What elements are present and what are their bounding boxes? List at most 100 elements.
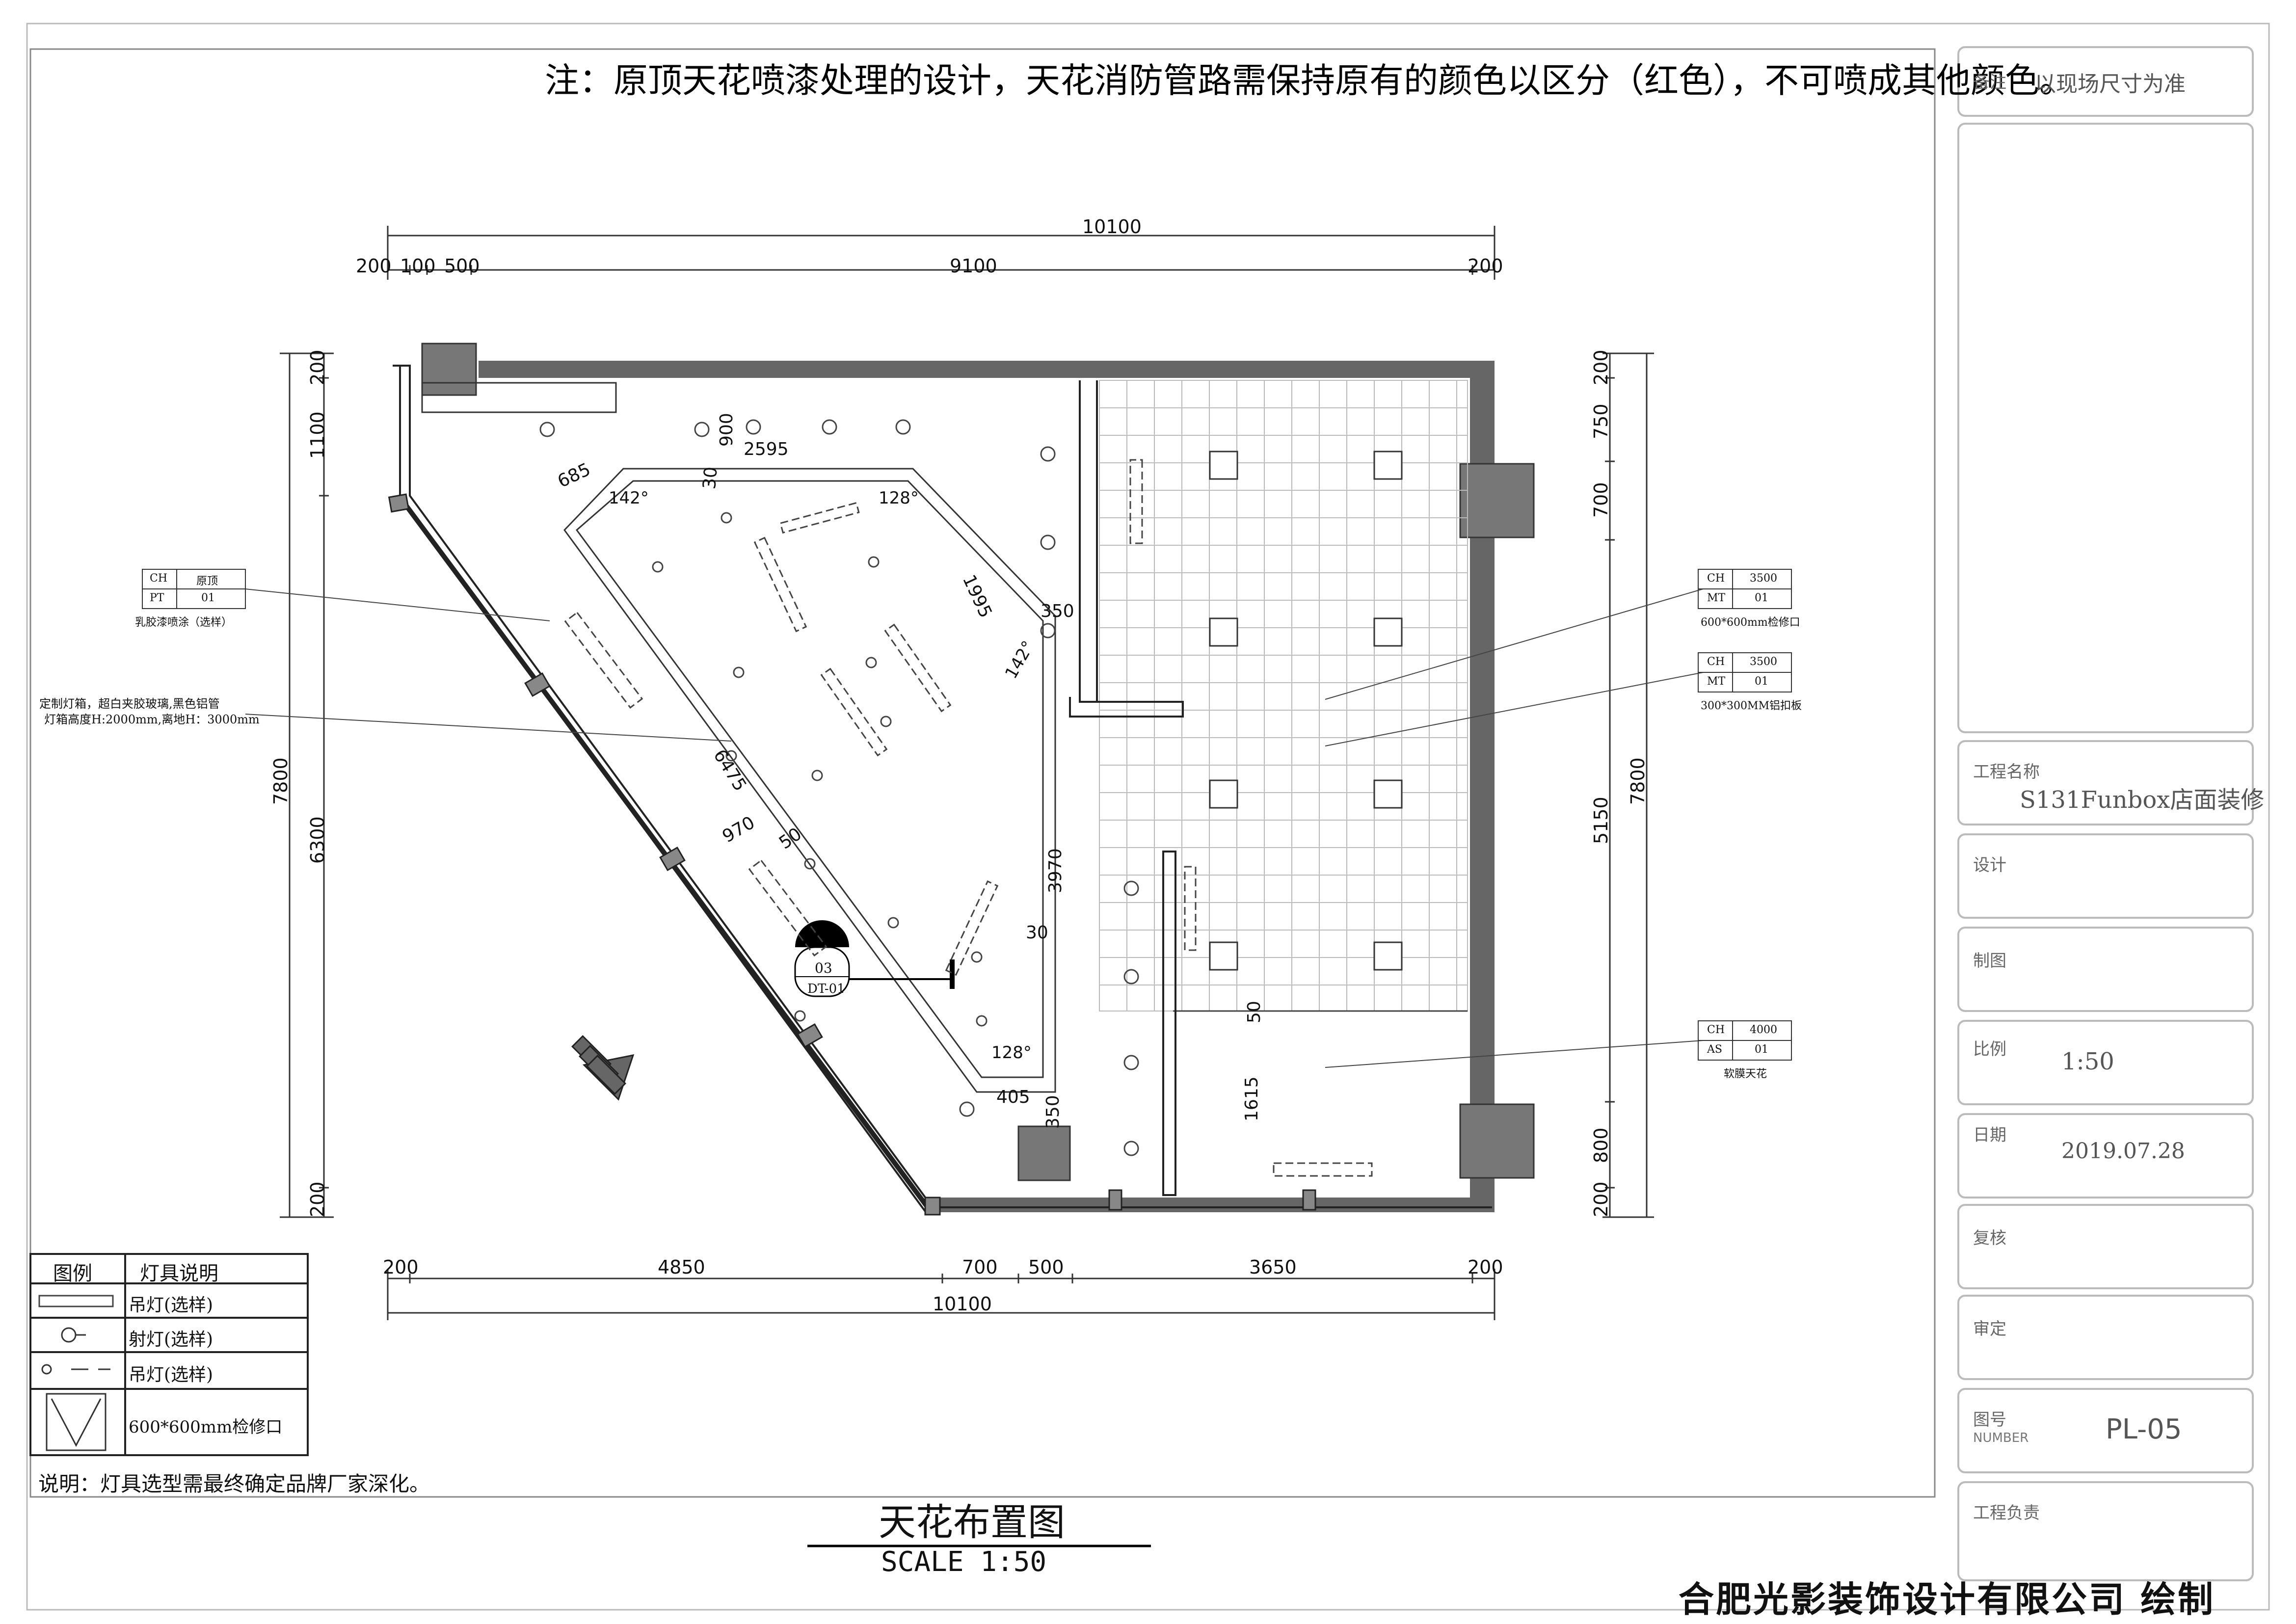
spotlight-icon <box>746 419 761 435</box>
callout-left1-code-val: 01 <box>201 592 215 604</box>
grid-access-panel <box>1373 617 1403 647</box>
dim-top-total: 10100 <box>1082 216 1142 238</box>
date-value: 2019.07.28 <box>2061 1139 2185 1164</box>
linear-light-icon <box>1129 459 1143 544</box>
dim-right-total: 7800 <box>1627 757 1649 805</box>
remark-value: 以现场尺寸为准 <box>2034 72 2186 97</box>
spotlight-icon <box>822 419 837 435</box>
dim-top-seg: 100 <box>400 255 436 277</box>
scale-value: 1:50 <box>2061 1048 2114 1075</box>
callout-left1-ch-val: 原顶 <box>196 575 218 587</box>
dim-left-total: 7800 <box>270 757 292 805</box>
dim-right-seg: 750 <box>1590 403 1612 439</box>
pendant-light-icon <box>721 512 732 524</box>
dim-right-seg: 800 <box>1590 1127 1612 1163</box>
dim-right-seg: 200 <box>1590 1181 1612 1217</box>
callout-right1-ch-val: 3500 <box>1750 572 1777 585</box>
manager-label: 工程负责 <box>1973 1503 2040 1523</box>
light-box-icon <box>564 612 643 709</box>
section-tag[interactable] <box>794 920 955 997</box>
approve-label: 审定 <box>1973 1319 2006 1339</box>
legend-header-2: 灯具说明 <box>140 1262 218 1285</box>
grid-access-panel <box>1209 451 1238 480</box>
pendant-light-icon <box>804 858 816 870</box>
legend-row-3: 吊灯(选样) <box>129 1365 214 1385</box>
callout-right1-code: MT <box>1707 592 1726 604</box>
dim-right-seg: 5150 <box>1590 797 1612 844</box>
pendant-light-icon <box>976 1015 988 1027</box>
legend-row-1: 吊灯(选样) <box>129 1295 214 1315</box>
dim-top-seg: 200 <box>1468 255 1503 277</box>
dim-inner: 1615 <box>1242 1076 1262 1121</box>
pendant-light-icon <box>38 1295 114 1307</box>
callout-right1-ch: CH <box>1707 572 1725 585</box>
dim-inner: 900 <box>717 413 737 447</box>
callout-right3-code: AS <box>1707 1043 1722 1056</box>
linear-light-icon <box>1184 866 1197 951</box>
drawing-scale: SCALE 1:50 <box>881 1546 1047 1578</box>
light-box-icon <box>748 859 828 957</box>
dim-bottom-seg: 200 <box>383 1256 419 1278</box>
callout-right3-ch: CH <box>1707 1024 1725 1036</box>
dim-inner: 30 <box>699 466 721 490</box>
number-label: 图号 <box>1973 1410 2006 1430</box>
light-box-icon <box>1273 1162 1373 1177</box>
project-label: 工程名称 <box>1973 762 2040 782</box>
spotlight-icon <box>1040 534 1056 550</box>
grid-access-panel <box>1209 941 1238 971</box>
callout-right3-code-val: 01 <box>1755 1043 1768 1056</box>
dim-inner: 350 <box>1043 1095 1063 1129</box>
callout-left1-ch: CH <box>150 572 168 585</box>
section-tag-num: 03 <box>815 960 832 976</box>
dim-left-seg: 1100 <box>307 411 328 459</box>
callout-right2-desc: 300*300MM铝扣板 <box>1701 700 1802 712</box>
dim-angle: 142° <box>609 488 649 508</box>
drawing-title: 天花布置图 <box>879 1500 1065 1544</box>
pendant-light-icon <box>725 750 737 762</box>
dim-left-seg: 200 <box>307 1181 328 1217</box>
dim-bottom-total: 10100 <box>933 1293 992 1315</box>
spotlight-icon <box>1040 623 1056 639</box>
spotlight-icon <box>61 1327 86 1343</box>
callout-right2-code-val: 01 <box>1755 675 1768 688</box>
dim-inner: 350 <box>1041 601 1074 621</box>
pendant-light-icon <box>652 561 664 573</box>
pendant-light-icon <box>865 657 877 668</box>
linear-light-icon <box>945 880 999 976</box>
linear-light-icon <box>884 623 952 713</box>
callout-right2-ch: CH <box>1707 656 1725 668</box>
legend-row-2: 射灯(选样) <box>129 1330 214 1350</box>
project-value: S131Funbox店面装修 <box>2020 786 2265 814</box>
dim-right-seg: 200 <box>1590 349 1612 385</box>
grid-access-panel <box>1209 617 1238 647</box>
number-sub: NUMBER <box>1973 1431 2029 1445</box>
pendant-light-small-icon <box>41 1364 110 1375</box>
spotlight-icon <box>539 422 555 437</box>
dim-bottom-seg: 700 <box>962 1256 998 1278</box>
company-name: 合肥光影装饰设计有限公司 绘制 <box>1679 1578 2216 1620</box>
dim-bottom-seg: 500 <box>1028 1256 1064 1278</box>
linear-light-icon <box>753 536 807 633</box>
callout-right2-ch-val: 3500 <box>1750 656 1777 668</box>
legend-row-4: 600*600mm检修口 <box>129 1417 283 1437</box>
grid-access-panel <box>1373 941 1403 971</box>
callout-left1-code: PT <box>150 592 164 604</box>
section-tag-ref: DT-01 <box>807 982 845 996</box>
draw-label: 制图 <box>1973 951 2006 971</box>
number-value: PL-05 <box>2106 1413 2182 1445</box>
spotlight-icon <box>895 419 911 435</box>
pendant-light-icon <box>887 917 899 929</box>
dim-top-seg: 200 <box>356 255 392 277</box>
dim-top-seg: 500 <box>444 255 480 277</box>
callout-right1-desc: 600*600mm检修口 <box>1701 616 1800 629</box>
legend-header-1: 图例 <box>53 1262 92 1285</box>
dim-inner: 50 <box>1244 1001 1264 1023</box>
spotlight-icon <box>694 422 710 437</box>
explanation-note: 说明：灯具选型需最终确定品牌厂家深化。 <box>38 1472 430 1496</box>
dim-left-seg: 200 <box>307 349 328 385</box>
pendant-light-icon <box>868 556 880 568</box>
pendant-light-icon <box>880 716 892 727</box>
dim-bottom-seg: 4850 <box>658 1256 705 1278</box>
legend-table <box>29 1253 309 1456</box>
